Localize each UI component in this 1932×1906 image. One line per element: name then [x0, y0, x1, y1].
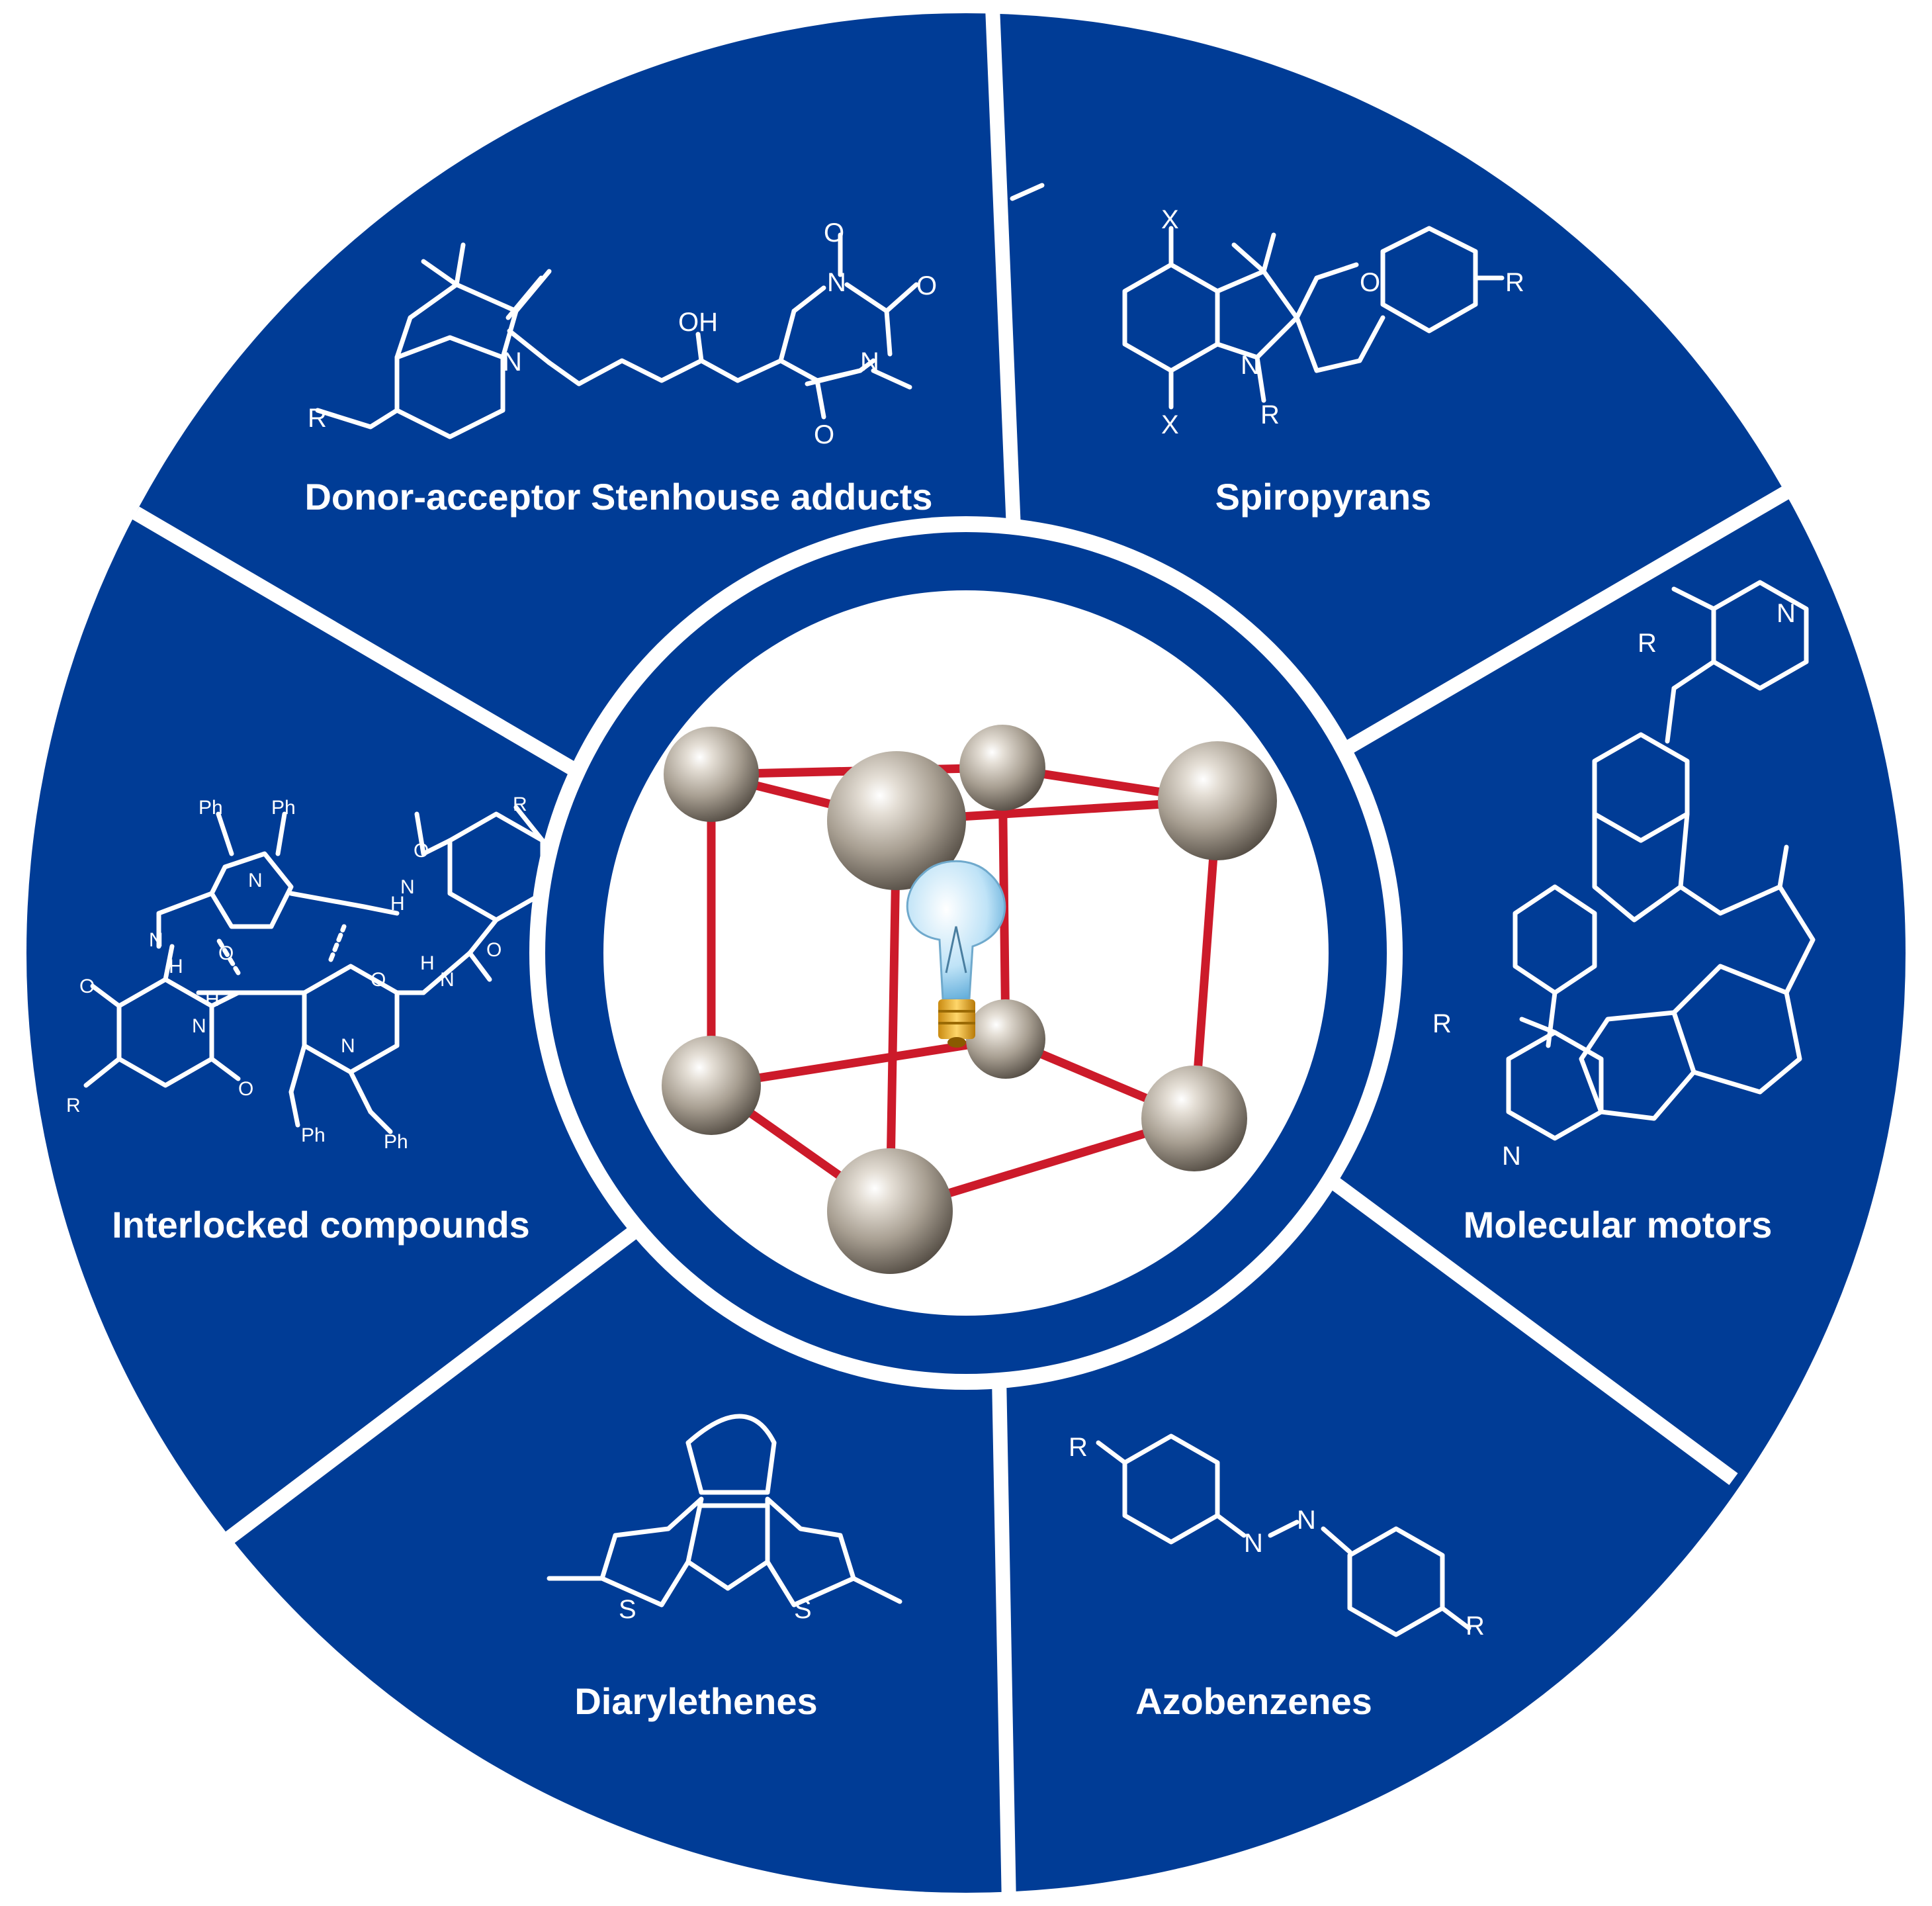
- atom-sphere: [1141, 1066, 1247, 1171]
- segment-label-spiropyrans: Spiropyrans: [1215, 476, 1432, 518]
- interlocked-structure: [83, 805, 545, 1134]
- azobenzene-atom-r: R: [1069, 1433, 1088, 1462]
- dasa-atom-o: O: [814, 420, 834, 449]
- interlocked-atom-ph: Ph: [301, 1124, 326, 1146]
- azobenzene-atom-r: R: [1466, 1611, 1485, 1641]
- dasa-atom-r: R: [308, 404, 327, 433]
- spiropyran-atom-x: X: [1161, 205, 1179, 234]
- azobenzene-atom-n: N: [1244, 1529, 1263, 1558]
- interlocked-atom-n: N: [341, 1035, 355, 1057]
- segment-label-azobenzenes: Azobenzenes: [1135, 1680, 1372, 1722]
- segment-label-diarylethenes: Diarylethenes: [574, 1680, 817, 1722]
- azobenzene-structure: [1096, 1433, 1471, 1637]
- spiropyran-atom-r: R: [1260, 400, 1280, 430]
- spiropyran-atom-r: R: [1505, 268, 1524, 297]
- interlocked-atom-h: H: [420, 952, 435, 974]
- interlocked-atom-o: O: [79, 976, 95, 997]
- atom-sphere: [827, 1148, 953, 1274]
- cube-lattice: [662, 725, 1277, 1274]
- cube-atoms: [662, 725, 1277, 1274]
- interlocked-atom-h: H: [390, 893, 405, 915]
- spiropyran-atom-n: N: [1241, 351, 1260, 380]
- spiropyran-atom-o: O: [1360, 268, 1380, 297]
- diarylethene-atom-s: S: [794, 1595, 812, 1624]
- dasa-atom-n: N: [860, 347, 879, 377]
- interlocked-atom-o: O: [486, 939, 502, 961]
- diarylethene-structure: [547, 1414, 902, 1608]
- spiropyran-structure: [1122, 226, 1505, 410]
- interlocked-atom-n: N: [400, 876, 415, 898]
- interlocked-atom-o: O: [371, 969, 386, 991]
- diarylethene-atom-s: S: [619, 1595, 637, 1624]
- interlocked-atom-h: H: [169, 956, 183, 977]
- segment-separators: [132, 6, 1800, 1906]
- interlocked-atom-o: O: [218, 942, 234, 964]
- segment-label-interlocked-compounds: Interlocked compounds: [112, 1204, 530, 1246]
- segment-label-dasa: Donor-acceptor Stenhouse adducts: [304, 476, 932, 518]
- spiropyran-atom-x: X: [1161, 410, 1179, 439]
- motor-atom-r: R: [1638, 629, 1657, 658]
- dasa-atom-n: N: [503, 347, 522, 377]
- motor-atom-n: N: [1502, 1142, 1521, 1171]
- interlocked-atom-n: N: [149, 929, 163, 951]
- light-bulb-icon: [906, 860, 1006, 1048]
- interlocked-atom-n: N: [440, 969, 455, 991]
- interlocked-atom-r: R: [513, 794, 527, 815]
- interlocked-atom-h: H: [205, 989, 220, 1011]
- interlocked-atom-n: N: [192, 1015, 206, 1037]
- atom-sphere: [959, 725, 1045, 811]
- interlocked-atom-o: O: [238, 1078, 253, 1100]
- atom-sphere: [966, 999, 1045, 1079]
- interlocked-atom-ph: Ph: [384, 1131, 408, 1153]
- interlocked-atom-ph: Ph: [271, 797, 296, 819]
- molecular-motor-structure: [1506, 580, 1816, 1141]
- dasa-atom-o: O: [916, 271, 937, 300]
- azobenzene-atom-n: N: [1297, 1506, 1316, 1535]
- atom-sphere: [1158, 741, 1277, 860]
- interlocked-atom-o: O: [414, 840, 429, 862]
- interlocked-atom-r: R: [66, 1095, 81, 1116]
- segment-label-molecular-motors: Molecular motors: [1464, 1204, 1773, 1246]
- dasa-structure: [315, 183, 1045, 439]
- dasa-atom-n: N: [827, 268, 846, 297]
- interlocked-atom-n: N: [248, 870, 263, 891]
- atom-sphere: [662, 1036, 761, 1135]
- atom-sphere: [664, 727, 759, 822]
- atom-sphere: [827, 751, 966, 890]
- motor-atom-n: N: [1777, 599, 1796, 628]
- interlocked-atom-ph: Ph: [198, 797, 223, 819]
- motor-atom-r: R: [1432, 1009, 1452, 1038]
- dasa-atom-oh: OH: [678, 308, 718, 337]
- dasa-atom-o: O: [824, 218, 844, 248]
